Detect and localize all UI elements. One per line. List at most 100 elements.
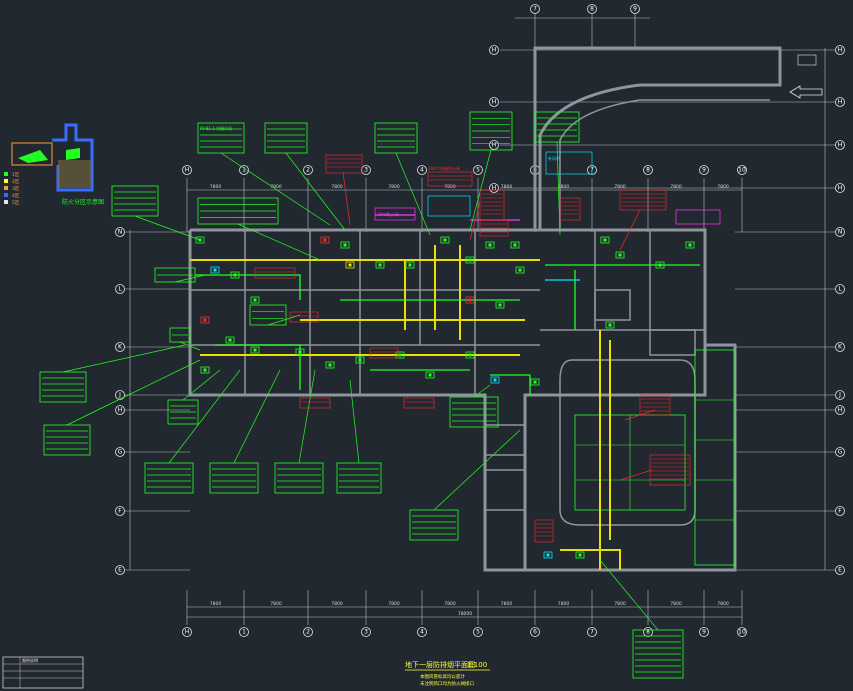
grid-bubble [699,627,709,637]
grid-bubble [239,627,249,637]
note-box [111,185,159,217]
grid-bubble [587,4,597,14]
grid-bubble [835,405,845,415]
note-leader [599,559,659,631]
note-box [534,111,580,143]
grid-bubble-label: 3 [364,629,368,636]
note-box [274,462,324,494]
equipment-mark-core [493,378,497,382]
grid-bubble [115,390,125,400]
grid-bubble-label: 1 [242,167,246,174]
note-box [374,122,418,154]
equipment-mark-core [348,263,352,267]
grid-bubble [182,165,192,175]
equipment-mark-core [358,358,362,362]
grid-bubble [587,627,597,637]
grid-bubble-label: 3 [364,167,368,174]
note-box [144,462,194,494]
equipment-mark [465,256,475,264]
red-note-box [479,189,505,221]
dim-text-top: 7800 [558,184,570,190]
grid-bubble [361,627,371,637]
equipment-mark [655,261,665,269]
annotation-notes: PY-B1-1 排烟风机 [39,111,684,679]
cyan-note-box [545,151,593,175]
note-leader [66,359,201,426]
equipment-mark-core [603,238,607,242]
note-box [409,509,459,541]
equipment-mark-core [468,298,472,302]
red-note-box [289,311,319,323]
dim-text-top: 7800 [210,184,222,190]
grid-bubble-label: L [118,286,122,293]
equipment-mark [345,261,355,269]
grid-bubble-label: H [838,47,843,54]
equipment-mark-core [618,253,622,257]
red-note-box [403,397,435,409]
grid-bubble [115,565,125,575]
grid-bubble-label: 7 [533,6,537,13]
grid-bubble [473,627,483,637]
equipment-mark [320,236,330,244]
equipment-mark [250,296,260,304]
grid-bubble-label: K [118,344,123,351]
magenta-tag-text: 70℃防火阀 [377,211,399,217]
grid-bubble-label: 10 [738,629,746,636]
equipment-mark [200,316,210,324]
equipment-mark [510,241,520,249]
legend-swatch [4,186,8,190]
dim-text-bottom: 7800 [501,601,513,607]
legend-item-label: 3区 [12,186,20,192]
note-box [249,304,287,326]
equipment-mark [490,376,500,384]
note-leader [62,344,186,373]
grid-bubble [182,627,192,637]
green-tag-text: PY-B1-1 排烟风机 [200,125,232,131]
grid-bubble-label: G [118,449,123,456]
equipment-mark [325,361,335,369]
equipment-mark-core [498,303,502,307]
note-box [43,424,91,456]
equipment-mark-core [408,263,412,267]
legend-swatch [4,200,8,204]
red-note-box [649,454,691,486]
grid-bubble-label: 2 [306,167,310,174]
red-leader [619,469,653,481]
grid-bubble [835,97,845,107]
red-leader [469,201,481,241]
note-leader [433,429,521,511]
red-note-box [254,267,296,279]
note-leader [556,141,561,236]
grid-bubble [835,565,845,575]
grid-bubble-label: H [492,47,497,54]
equipment-mark-core [298,350,302,354]
equipment-mark-core [213,268,217,272]
grid-bubble-label: K [838,344,843,351]
equipment-mark-core [443,238,447,242]
equipment-mark [250,346,260,354]
grid-bubble-label: 5 [476,167,480,174]
grid-bubble-label: 8 [646,629,650,636]
grid-bubble [115,447,125,457]
title-block: 图例说明 [2,656,84,689]
equipment-mark [200,366,210,374]
equipment-mark-core [468,258,472,262]
grid-bubble-label: 8 [590,6,594,13]
grid-bubble [835,447,845,457]
grid-bubble [835,183,845,193]
dim-text-bottom: 7800 [558,601,570,607]
note-box [209,462,259,494]
drawing-scale: 1:100 [467,661,487,669]
grid-bubble [530,627,540,637]
grid-bubble [835,342,845,352]
equipment-mark-core [253,348,257,352]
grid-bubble [643,165,653,175]
equipment-mark-core [428,373,432,377]
grid-bubble-label: J [118,392,121,399]
grid-bubble [835,45,845,55]
dimension-texts: 7800780078007800780078007800780078007800… [210,184,729,617]
grid-bubble-label: H [118,407,123,414]
magenta-note-box [374,207,416,221]
equipment-mark [375,261,385,269]
